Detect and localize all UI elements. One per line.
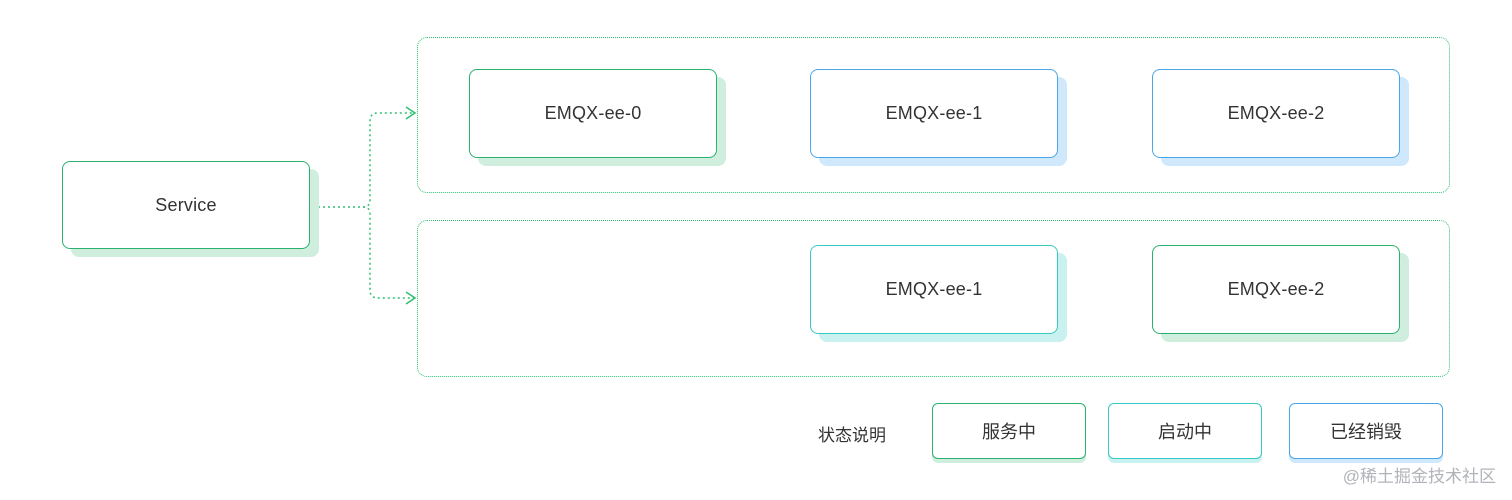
legend-running-label: 服务中 [982,422,1036,442]
connector-to-bottom-group [362,206,414,299]
service-label: Service [155,194,217,215]
bottom-group [417,220,1450,377]
service-node: Service [62,161,310,249]
arrowhead-bottom [405,291,417,305]
connector-to-top-group [362,112,414,208]
bottom-node-2-label: EMQX-ee-2 [1227,279,1325,299]
bottom-node-2: EMQX-ee-2 [1152,245,1400,334]
watermark-text: @稀土掘金技术社区 [1342,467,1496,486]
top-node-2: EMQX-ee-2 [1152,69,1400,158]
top-node-1-label: EMQX-ee-1 [885,103,983,123]
arrowhead-top [405,106,417,120]
legend-starting: 启动中 [1108,403,1262,459]
top-group [417,37,1450,193]
top-node-2-label: EMQX-ee-2 [1227,103,1325,123]
legend-running: 服务中 [932,403,1086,459]
bottom-node-1-label: EMQX-ee-1 [885,279,983,299]
top-node-0: EMQX-ee-0 [469,69,717,158]
top-node-0-label: EMQX-ee-0 [544,103,642,123]
legend-starting-label: 启动中 [1158,422,1212,442]
bottom-node-1: EMQX-ee-1 [810,245,1058,334]
top-node-1: EMQX-ee-1 [810,69,1058,158]
legend-destroyed-label: 已经销毁 [1330,422,1402,442]
legend-title: 状态说明 [818,426,886,445]
legend-destroyed: 已经销毁 [1289,403,1443,459]
